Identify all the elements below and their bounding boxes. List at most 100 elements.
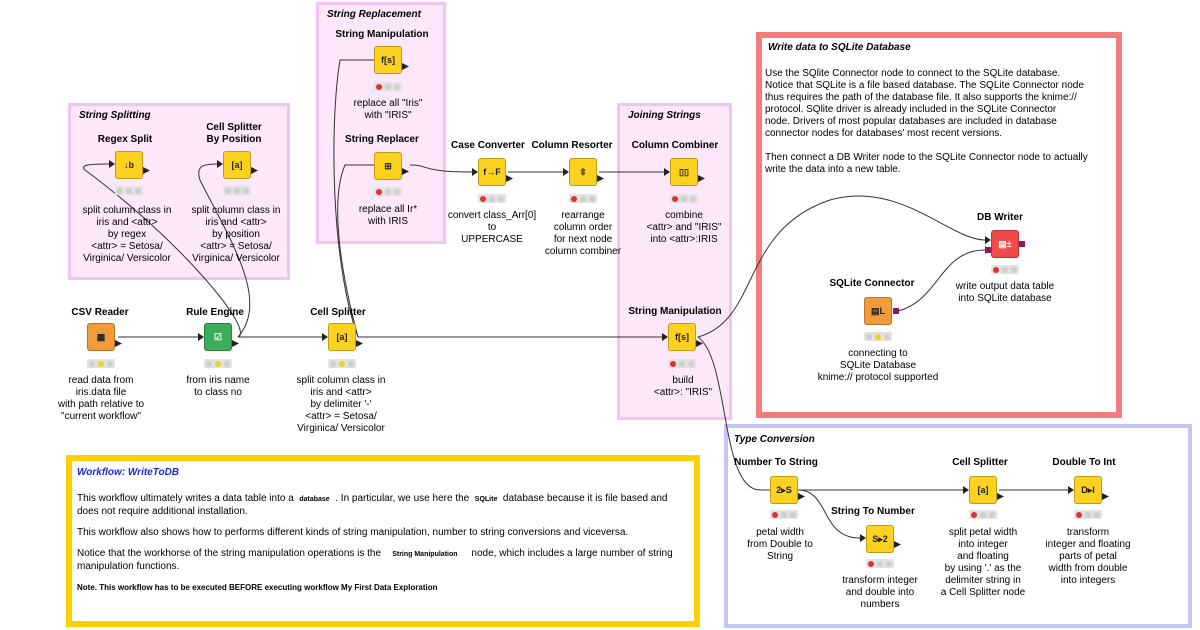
status-indicator: [569, 194, 597, 203]
wire: [198, 163, 251, 338]
column-combiner-node[interactable]: ▯▯: [670, 158, 698, 186]
status-indicator: [991, 265, 1019, 274]
output-port-icon[interactable]: [143, 161, 150, 174]
string-replacer-title: String Replacer: [345, 134, 419, 145]
status-indicator: [969, 510, 997, 519]
double-to-int-node[interactable]: D▸I: [1074, 476, 1102, 504]
status-indicator: [478, 194, 506, 203]
checkbox-icon: ☑: [213, 331, 223, 342]
output-port-icon[interactable]: [356, 334, 363, 347]
output-port-icon[interactable]: [696, 334, 703, 347]
status-indicator: [374, 82, 402, 91]
number-to-string-description: petal width from Double to String: [747, 527, 813, 562]
text: SQLite: [474, 496, 498, 503]
output-port-icon[interactable]: [232, 334, 239, 347]
cell-splitter-title: Cell Splitter: [310, 307, 366, 318]
workflow-paragraph-2: This workflow also shows how to performs…: [77, 527, 629, 538]
wire: [333, 59, 374, 338]
database-write-icon: ▤±: [998, 238, 1012, 249]
wire: [697, 336, 770, 491]
workflow-text: Workflow: WriteToDB This workflow ultima…: [77, 467, 687, 603]
string-to-number-node[interactable]: S▸2: [866, 525, 894, 553]
double-to-int-title: Double To Int: [1052, 457, 1116, 468]
output-port-icon[interactable]: [698, 169, 705, 182]
number-to-string-node[interactable]: 2▸S: [770, 476, 798, 504]
wire: [697, 195, 986, 338]
csv-reader-description: read data from iris.data file with path …: [57, 375, 145, 422]
rule-engine-description: from iris name to class no: [186, 375, 250, 398]
text: node, which includes a large number of s…: [77, 548, 673, 572]
wire: [337, 164, 374, 338]
annotation-workflow: Workflow: WriteToDB This workflow ultima…: [66, 455, 700, 627]
status-indicator: [1074, 510, 1102, 519]
annotation-title: Type Conversion: [734, 434, 815, 445]
regex-split-title: Regex Split: [97, 134, 153, 145]
output-port-icon[interactable]: [402, 57, 409, 70]
db-writer-node[interactable]: ▤±: [991, 230, 1019, 258]
output-port-icon[interactable]: [798, 487, 805, 500]
db-output-port-icon[interactable]: [1019, 241, 1025, 247]
text: . In particular, we use here the: [335, 493, 470, 504]
string-manipulation-build-node[interactable]: f[s]: [668, 323, 696, 351]
annotation-body: Use the SQlite Connector node to connect…: [765, 68, 1088, 175]
database-icon: ▤L: [870, 305, 885, 316]
column-resorter-node[interactable]: ⇳: [569, 158, 597, 186]
arrow: [860, 534, 866, 542]
convert-icon: 2▸S: [776, 484, 792, 495]
text: database: [299, 496, 330, 503]
sqlite-connector-title: SQLite Connector: [829, 278, 915, 289]
output-port-icon[interactable]: [894, 535, 901, 548]
output-port-icon[interactable]: [402, 162, 409, 175]
status-indicator: [374, 187, 402, 196]
regex-split-description: split column class in iris and <attr> by…: [82, 205, 172, 264]
output-port-icon[interactable]: [115, 334, 122, 347]
arrow: [664, 168, 670, 176]
status-indicator: [866, 559, 894, 568]
output-port-icon[interactable]: [506, 169, 513, 182]
function-icon: f[s]: [381, 55, 395, 65]
db-input-port-icon[interactable]: [985, 247, 991, 253]
status-indicator: [864, 332, 892, 341]
sqlite-connector-description: connecting to SQLite Database knime:// p…: [817, 348, 939, 383]
cell-splitter-node[interactable]: [a]: [328, 323, 356, 351]
csv-reader-title: CSV Reader: [71, 307, 129, 318]
cell-splitter-by-position-node[interactable]: [a]: [223, 151, 251, 179]
column-resorter-title: Column Resorter: [531, 140, 613, 151]
case-converter-node[interactable]: f→F: [478, 158, 506, 186]
arrow: [198, 333, 204, 341]
arrow: [217, 160, 223, 168]
csv-reader-node[interactable]: ▦: [87, 323, 115, 351]
output-port-icon[interactable]: [251, 161, 258, 174]
arrow: [985, 236, 991, 244]
arrow: [1068, 486, 1074, 494]
string-manipulation-node[interactable]: f[s]: [374, 46, 402, 74]
regex-split-node[interactable]: ↓b: [115, 151, 143, 179]
annotation-type-conversion: Type Conversion: [724, 424, 1192, 628]
split-icon: [a]: [977, 485, 989, 495]
column-combiner-title: Column Combiner: [631, 140, 719, 151]
string-replacer-description: replace all Ir* with IRIS: [358, 204, 418, 227]
db-writer-title: DB Writer: [977, 212, 1023, 223]
status-indicator: [204, 359, 232, 368]
workflow-paragraph-3: Notice that the workhorse of the string …: [77, 548, 687, 573]
status-indicator: [670, 194, 698, 203]
string-replacer-node[interactable]: ⊞: [374, 152, 402, 180]
cell-splitter-tc-node[interactable]: [a]: [969, 476, 997, 504]
output-port-icon[interactable]: [997, 487, 1004, 500]
workflow-title: Workflow: WriteToDB: [77, 467, 180, 478]
string-manipulation-title: String Manipulation: [335, 29, 429, 40]
output-port-icon[interactable]: [1102, 487, 1109, 500]
string-manipulation-description: replace all "Iris" with "IRIS": [353, 98, 423, 121]
cell-splitter-by-position-description: split column class in iris and <attr> by…: [191, 205, 281, 264]
arrow: [109, 160, 115, 168]
db-connection-port-icon[interactable]: [893, 308, 899, 314]
output-port-icon[interactable]: [597, 169, 604, 182]
convert-icon: D▸I: [1081, 484, 1095, 495]
rule-engine-node[interactable]: ☑: [204, 323, 232, 351]
replace-icon: ⊞: [384, 160, 392, 171]
case-icon: f→F: [483, 167, 501, 177]
sqlite-connector-node[interactable]: ▤L: [864, 297, 892, 325]
status-indicator: [223, 186, 251, 195]
arrow: [662, 333, 668, 341]
